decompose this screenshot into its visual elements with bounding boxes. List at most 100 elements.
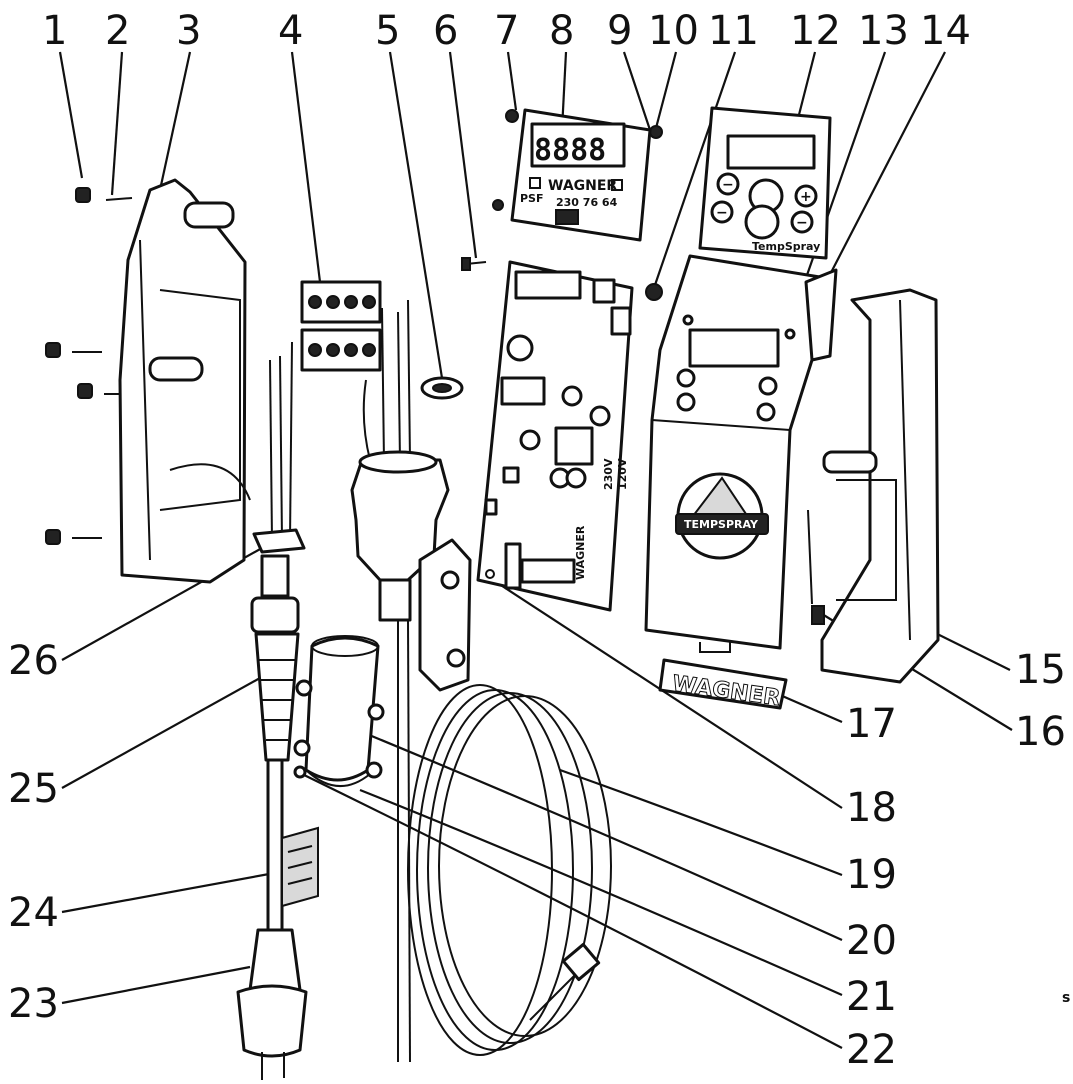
plug-head [236,984,308,1058]
front-key-3 [676,392,696,412]
foil-minus-top-sign: − [722,177,734,193]
hose-coil-19 [407,684,612,1056]
pcb-terminal-left [504,542,522,590]
callout-16: 16 [1015,709,1066,755]
pcb-transformer [500,376,546,406]
terminal-blocks [300,280,382,372]
tag-line-3 [287,877,313,885]
pcb-part-left [484,498,498,516]
pcb-text-120: 120V [616,458,629,490]
clamp-nut-22 [293,765,307,779]
heater-top [358,450,438,474]
leader-1 [58,51,84,179]
cord-gland-upper [260,554,290,598]
leader-19 [559,768,843,877]
foil-minus-right [790,210,814,234]
hose-fitting [561,942,601,982]
sensor-wire-4 [362,379,371,461]
cord-wire-3 [289,341,293,541]
terminal-screw-3 [344,295,358,309]
pcb-mount-hole [485,569,495,579]
tag-line-2 [287,861,313,869]
screws-and-nuts [45,187,133,545]
leader-25 [61,677,261,789]
pcb-terminal-bottom [520,558,576,584]
clamp-body-20 [304,636,380,782]
hose-end [529,969,581,1021]
power-cord [236,341,319,1080]
pcb-cap-5 [565,467,587,489]
callout-8: 8 [549,8,574,54]
hose-loop-1 [407,684,553,1056]
display-key-left [529,177,541,189]
leader-20 [344,723,843,942]
foil-minus-bottom [710,200,734,224]
callout-numbers: 1 2 3 4 5 6 7 8 9 10 11 12 13 14 15 16 1… [8,8,1066,1073]
nameplate-outline [658,658,788,710]
pcb-text-230: 230V [602,458,615,490]
leader-5 [388,51,444,379]
sensor-wire-3 [407,299,411,461]
foil-plus-sign: + [800,189,812,205]
cord-cable [266,758,284,932]
clamp-top-ring [311,635,379,657]
left-housing-clip [169,463,251,501]
display-brand: WAGNER [548,178,617,194]
foil-minus-top [716,172,740,196]
foil-window [726,134,816,170]
left-housing-edge [139,239,151,561]
heater-neck [378,578,412,622]
callout-25: 25 [8,766,59,812]
left-housing-boss-top [183,201,235,229]
left-housing-boss-mid [148,356,204,382]
front-key-1 [676,368,696,388]
knob-11 [645,283,663,301]
clamp-screw-d [365,761,383,779]
grommet-hole [432,383,452,393]
clamp-assembly [293,635,385,788]
hose-loop-2 [416,689,574,1051]
leader-21 [359,788,843,997]
nameplate-17: WAGNER [658,658,788,712]
front-key-2 [758,376,778,396]
leader-2 [110,51,124,196]
hose-loop-3 [427,692,593,1044]
sensor-wire-2 [397,311,401,463]
left-housing-half [118,178,251,584]
leader-14 [821,51,946,291]
callout-12: 12 [790,8,841,54]
nut-left-a [45,342,61,358]
right-housing-boss [822,450,878,474]
callout-7: 7 [494,8,519,54]
leader-6 [448,51,478,259]
display-screw-bl [492,199,504,211]
callout-1: 1 [42,8,67,54]
display-board: 8888 WAGNER PSF 230 76 64 [492,108,663,242]
small-screw-6 [461,257,487,271]
cord-strain-relief-25 [254,632,300,762]
leader-22 [299,772,843,1049]
leader-4 [290,51,322,283]
display-key-right [611,179,623,191]
heater-nut-1 [446,648,466,668]
front-logo-band [675,513,769,535]
left-housing-inner [159,289,241,511]
front-housing-fold [651,419,791,431]
callout-14: 14 [920,8,971,54]
leader-17 [779,693,843,724]
cord-nut-26 [252,528,306,554]
foil-button-2 [744,204,780,240]
display-window [530,122,626,168]
screw-2 [105,197,133,201]
terminal-screw-6 [326,343,340,357]
callout-18: 18 [846,785,897,831]
front-key-4 [756,402,776,422]
display-row2: 230 76 64 [556,196,618,209]
plug-body-23 [248,928,302,992]
right-housing-rib [807,509,813,605]
right-housing-half [807,288,940,684]
heater-nut-2 [440,570,460,590]
pcb-relay-right [610,306,632,336]
heater-coil-holder [418,538,472,692]
front-housing-window [688,328,780,368]
